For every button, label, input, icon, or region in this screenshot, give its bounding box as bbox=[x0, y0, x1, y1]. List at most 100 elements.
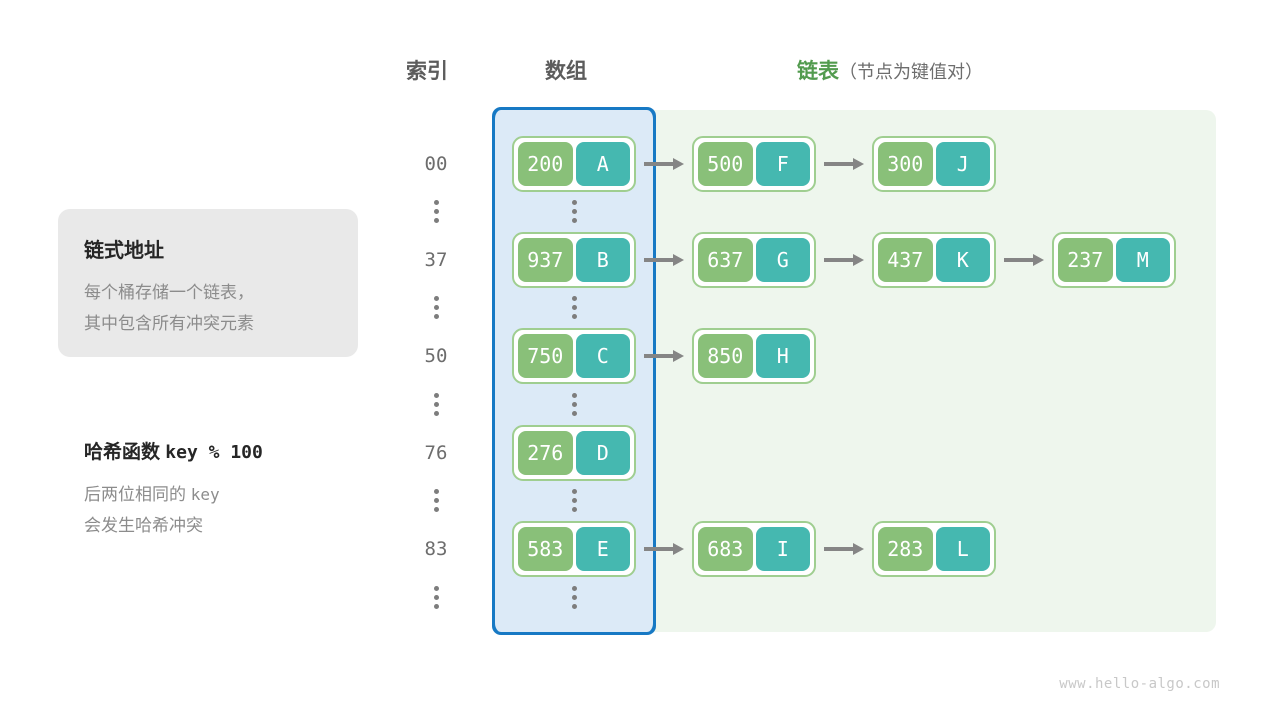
ellipsis-dot bbox=[433, 218, 439, 223]
array-ellipsis-icon bbox=[564, 489, 584, 512]
ellipsis-dot bbox=[433, 393, 439, 398]
node-key: 850 bbox=[698, 334, 753, 378]
arrow-shaft bbox=[644, 258, 673, 262]
arrow-shaft bbox=[824, 162, 853, 166]
ellipsis-dot bbox=[433, 209, 439, 214]
node-key: 683 bbox=[698, 527, 753, 571]
node-key: 200 bbox=[518, 142, 573, 186]
arrow-head bbox=[673, 158, 684, 170]
arrow-shaft bbox=[644, 162, 673, 166]
ellipsis-dot bbox=[433, 402, 439, 407]
hash-function-body-line1-mono: key bbox=[190, 485, 220, 504]
arrow-head bbox=[673, 543, 684, 555]
watermark: www.hello-algo.com bbox=[1059, 676, 1220, 692]
column-header-linked-list-note: （节点为键值对） bbox=[839, 62, 983, 82]
ellipsis-dot bbox=[433, 489, 439, 494]
arrow-head bbox=[853, 158, 864, 170]
index-ellipsis-icon bbox=[426, 296, 446, 319]
node-key: 750 bbox=[518, 334, 573, 378]
ellipsis-dot bbox=[571, 507, 577, 512]
ellipsis-dot bbox=[571, 498, 577, 503]
arrow-head bbox=[1033, 254, 1044, 266]
ellipsis-dot bbox=[571, 595, 577, 600]
ellipsis-dot bbox=[571, 209, 577, 214]
node-value: F bbox=[755, 142, 810, 186]
chain-arrow-icon bbox=[824, 158, 864, 170]
ellipsis-dot bbox=[571, 218, 577, 223]
arrow-shaft bbox=[824, 258, 853, 262]
ellipsis-dot bbox=[433, 586, 439, 591]
arrow-head bbox=[673, 350, 684, 362]
node-value: B bbox=[575, 238, 630, 282]
info-card-body: 每个桶存储一个链表， 其中包含所有冲突元素 bbox=[84, 277, 254, 339]
ellipsis-dot bbox=[571, 411, 577, 416]
arrow-shaft bbox=[644, 354, 673, 358]
node-value: M bbox=[1115, 238, 1170, 282]
ellipsis-dot bbox=[433, 411, 439, 416]
node-value: L bbox=[935, 527, 990, 571]
ellipsis-dot bbox=[571, 314, 577, 319]
arrow-shaft bbox=[1004, 258, 1033, 262]
ellipsis-dot bbox=[433, 200, 439, 205]
node-value: D bbox=[575, 431, 630, 475]
hash-function-label: 哈希函数 bbox=[84, 442, 161, 463]
hash-function-body-line2: 会发生哈希冲突 bbox=[84, 516, 203, 535]
chain-arrow-icon bbox=[644, 350, 684, 362]
column-header-array: 数组 bbox=[545, 60, 587, 83]
chain-arrow-icon bbox=[644, 543, 684, 555]
ellipsis-dot bbox=[433, 305, 439, 310]
array-ellipsis-icon bbox=[564, 200, 584, 223]
ellipsis-dot bbox=[433, 595, 439, 600]
ellipsis-dot bbox=[433, 314, 439, 319]
index-label-00: 00 bbox=[424, 153, 448, 175]
ellipsis-dot bbox=[571, 586, 577, 591]
node-value: I bbox=[755, 527, 810, 571]
node-value: H bbox=[755, 334, 810, 378]
array-ellipsis-icon bbox=[564, 586, 584, 609]
node-key: 583 bbox=[518, 527, 573, 571]
node-key: 276 bbox=[518, 431, 573, 475]
arrow-shaft bbox=[644, 547, 673, 551]
node-key: 500 bbox=[698, 142, 753, 186]
node-value: C bbox=[575, 334, 630, 378]
index-label-50: 50 bbox=[424, 345, 448, 367]
ellipsis-dot bbox=[571, 489, 577, 494]
index-ellipsis-icon bbox=[426, 200, 446, 223]
arrow-head bbox=[853, 254, 864, 266]
info-card bbox=[58, 209, 358, 357]
index-ellipsis-icon bbox=[426, 393, 446, 416]
node-value: A bbox=[575, 142, 630, 186]
info-card-body-line1: 每个桶存储一个链表， bbox=[84, 283, 254, 302]
node-key: 283 bbox=[878, 527, 933, 571]
column-header-index: 索引 bbox=[406, 60, 448, 83]
node-value: E bbox=[575, 527, 630, 571]
info-card-title: 链式地址 bbox=[84, 240, 164, 262]
arrow-head bbox=[673, 254, 684, 266]
chain-arrow-icon bbox=[824, 254, 864, 266]
ellipsis-dot bbox=[571, 296, 577, 301]
column-header-linked-list-label: 链表 bbox=[797, 60, 839, 83]
hash-function-body: 后两位相同的 key 会发生哈希冲突 bbox=[84, 479, 220, 541]
ellipsis-dot bbox=[433, 498, 439, 503]
chain-arrow-icon bbox=[644, 254, 684, 266]
ellipsis-dot bbox=[571, 200, 577, 205]
chain-arrow-icon bbox=[644, 158, 684, 170]
hash-function-body-line1: 后两位相同的 key bbox=[84, 479, 220, 510]
index-label-83: 83 bbox=[424, 538, 448, 560]
node-value: K bbox=[935, 238, 990, 282]
ellipsis-dot bbox=[571, 402, 577, 407]
ellipsis-dot bbox=[433, 507, 439, 512]
ellipsis-dot bbox=[433, 296, 439, 301]
index-ellipsis-icon bbox=[426, 489, 446, 512]
